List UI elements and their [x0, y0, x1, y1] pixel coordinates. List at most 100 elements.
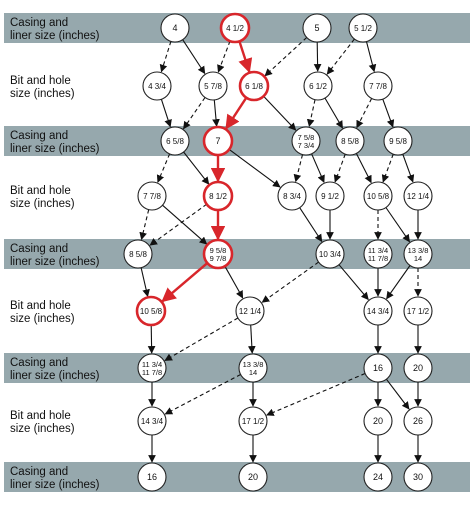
node-circle — [137, 406, 167, 436]
alternate-edge — [261, 261, 319, 303]
size-node: 6 1/8 — [238, 70, 270, 102]
size-node: 12 1/4 — [235, 296, 265, 326]
size-node: 4 1/2 — [219, 12, 251, 44]
size-node: 4 — [160, 13, 190, 43]
node-label: 4 3/4 — [148, 82, 166, 91]
node-label: 8 3/4 — [283, 192, 301, 201]
edge — [140, 267, 150, 298]
node-circle — [302, 13, 332, 43]
edge — [385, 378, 410, 410]
row-label-line1: Bit and hole — [10, 75, 71, 87]
size-node: 30 — [403, 462, 433, 492]
node-label: 7 7/8 — [369, 82, 387, 91]
node-circle — [363, 353, 393, 383]
node-label: 7 5/8 — [298, 133, 315, 142]
highlighted-path-edge — [225, 97, 248, 130]
node-circle — [137, 181, 167, 211]
node-circle — [363, 181, 393, 211]
row-label-line1: Casing and — [10, 17, 68, 29]
node-label: 8 5/8 — [129, 250, 147, 259]
node-label: 8 1/2 — [209, 192, 227, 201]
size-node: 13 3/814 — [403, 239, 433, 269]
node-label: 11 7/8 — [142, 368, 162, 377]
size-node: 14 3/4 — [363, 296, 393, 326]
size-node: 17 1/2 — [238, 406, 268, 436]
node-label: 17 1/2 — [407, 307, 430, 316]
node-label: 9 1/2 — [321, 192, 339, 201]
node-circle — [403, 462, 433, 492]
edge — [247, 324, 256, 354]
size-node: 9 5/8 — [383, 126, 413, 156]
node-circle — [403, 406, 433, 436]
alternate-edge — [164, 317, 239, 361]
node-label: 10 5/8 — [367, 192, 390, 201]
size-node: 6 1/2 — [303, 71, 333, 101]
node-label: 6 5/8 — [166, 137, 184, 146]
node-circle — [315, 181, 345, 211]
node-circle — [363, 296, 393, 326]
row-label-line1: Bit and hole — [10, 185, 71, 197]
node-circle — [160, 126, 190, 156]
row-label-line2: liner size (inches) — [10, 30, 100, 42]
highlighted-path-edge — [238, 40, 253, 74]
highlighted-node-circle — [219, 12, 251, 44]
alternate-edge — [183, 97, 206, 130]
node-label: 7 — [215, 136, 220, 146]
edge — [162, 204, 208, 245]
size-node: 26 — [403, 406, 433, 436]
edge — [365, 41, 377, 73]
size-node: 5 1/2 — [348, 13, 378, 43]
edge — [386, 265, 411, 300]
node-label: 7 3/4 — [298, 141, 315, 150]
node-circle — [137, 462, 167, 492]
row-label-line1: Casing and — [10, 357, 68, 369]
node-label: 9 5/8 — [210, 246, 227, 255]
node-label: 5 7/8 — [204, 82, 222, 91]
node-label: 11 3/4 — [142, 360, 162, 369]
row-label-line2: liner size (inches) — [10, 143, 100, 155]
node-label: 4 — [172, 23, 177, 33]
edge — [263, 95, 297, 131]
node-label: 26 — [413, 416, 423, 426]
size-node: 7 7/8 — [137, 181, 167, 211]
size-node: 5 7/8 — [198, 71, 228, 101]
highlighted-path-edge — [161, 262, 209, 303]
highlighted-node-circle — [202, 238, 234, 270]
node-circle — [403, 239, 433, 269]
node-label: 10 3/4 — [319, 250, 342, 259]
node-label: 4 1/2 — [226, 24, 244, 33]
edge — [338, 264, 369, 301]
size-node: 12 1/4 — [403, 181, 433, 211]
size-node: 14 3/4 — [137, 406, 167, 436]
node-label: 5 1/2 — [354, 24, 372, 33]
row-label-line1: Casing and — [10, 243, 68, 255]
row-label-line1: Casing and — [10, 466, 68, 478]
edge — [355, 153, 372, 184]
alternate-edge — [217, 40, 231, 73]
size-node: 20 — [403, 353, 433, 383]
row-label-line1: Bit and hole — [10, 300, 71, 312]
row-label-line1: Bit and hole — [10, 410, 71, 422]
node-label: 7 7/8 — [143, 192, 161, 201]
size-node: 16 — [137, 462, 167, 492]
node-label: 17 1/2 — [242, 417, 265, 426]
edge — [160, 99, 172, 128]
size-node: 10 5/8 — [363, 181, 393, 211]
size-node: 8 3/4 — [277, 181, 307, 211]
row-label-line2: size (inches) — [10, 423, 75, 435]
edge — [182, 39, 206, 75]
node-circle — [348, 13, 378, 43]
edge — [402, 154, 415, 183]
node-label: 11 7/8 — [368, 254, 388, 263]
node-label: 11 3/4 — [368, 246, 388, 255]
node-label: 20 — [248, 472, 258, 482]
highlighted-node-circle — [135, 295, 167, 327]
alternate-edge — [149, 203, 208, 246]
size-node: 5 — [302, 13, 332, 43]
size-node: 8 1/2 — [202, 180, 234, 212]
size-node: 10 3/4 — [315, 239, 345, 269]
edge — [385, 207, 410, 243]
edge — [324, 97, 343, 129]
node-circle — [363, 462, 393, 492]
